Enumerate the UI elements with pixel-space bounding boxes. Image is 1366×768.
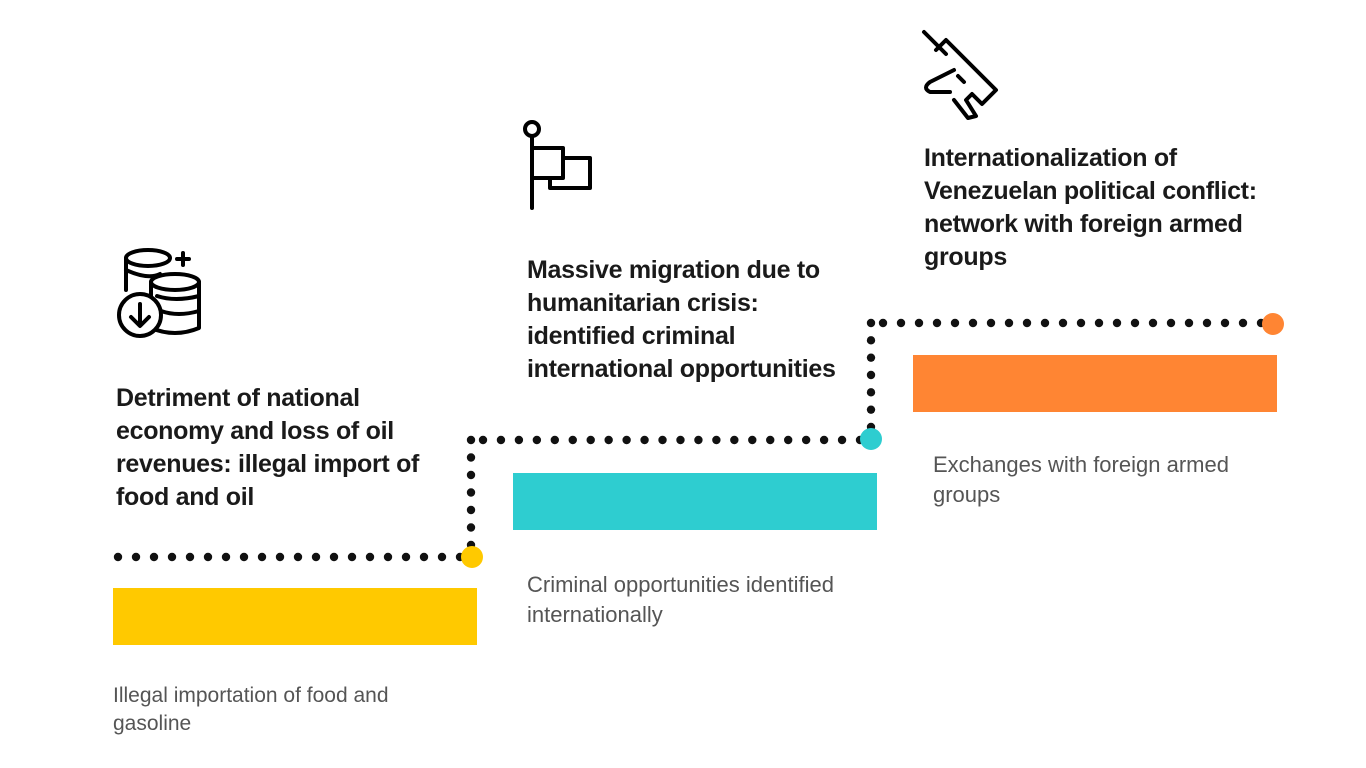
connector-dot: [550, 435, 560, 445]
connector-dot: [932, 318, 942, 328]
connector-dot: [1040, 318, 1050, 328]
connector-dot: [466, 523, 476, 532]
connector-dot: [466, 505, 476, 515]
connector-dot: [640, 435, 649, 445]
connector-dot: [1148, 318, 1158, 328]
connector-dot: [837, 435, 847, 445]
connector-dot: [866, 388, 876, 397]
connector-dot: [568, 435, 577, 445]
connector-dot: [1004, 318, 1014, 328]
connector-dot: [766, 435, 775, 445]
connector-dot: [914, 318, 924, 328]
connector-dot: [419, 552, 429, 562]
connector-dot: [293, 552, 303, 562]
step-3-marker: [1262, 313, 1284, 335]
connector-dot: [401, 552, 411, 562]
connector-dot: [466, 453, 476, 462]
connector-dot: [604, 435, 613, 445]
connector-dot: [801, 435, 811, 445]
connector-dot: [730, 435, 739, 445]
connector-dot: [1220, 318, 1230, 328]
connector-dot: [748, 435, 757, 445]
connector-dot: [676, 435, 685, 445]
step-3-bar: [913, 355, 1277, 412]
step-3-title: Internationalization of Venezuelan polit…: [924, 144, 1257, 271]
connector-dot: [866, 318, 876, 328]
connector-dot: [131, 552, 141, 562]
connector-dot: [149, 552, 159, 562]
connector-dot: [1202, 318, 1212, 328]
connector-dot: [1184, 318, 1194, 328]
connector-dot: [329, 552, 339, 562]
step-2-title: Massive migration due to humanitarian cr…: [527, 256, 836, 383]
connector-dot: [365, 552, 375, 562]
connector-dot: [866, 353, 876, 362]
connector-dot: [968, 318, 978, 328]
connector-dot: [478, 435, 488, 445]
connector-dot: [1166, 318, 1176, 328]
flag-icon: [523, 120, 592, 210]
step-1-note: Illegal importation of food and gasoline: [113, 684, 389, 735]
connector-dot: [239, 552, 249, 562]
connector-dot: [466, 488, 476, 497]
connector-dot: [167, 552, 177, 562]
step-1-bar: [113, 588, 477, 645]
connector-dot: [986, 318, 996, 328]
step-2-bar: [513, 473, 877, 530]
connector-dot: [347, 552, 357, 562]
connector-dot: [532, 435, 542, 445]
connector-dot: [466, 470, 476, 480]
connector-dot: [437, 552, 447, 562]
connector-dot: [383, 552, 393, 562]
connector-dot: [1094, 318, 1104, 328]
connector-dot: [1058, 318, 1068, 328]
step-3-note: Exchanges with foreign armed groups: [933, 452, 1229, 507]
connector-dot: [1238, 318, 1248, 328]
connector-dot: [514, 435, 524, 445]
connector-dot: [622, 435, 631, 445]
connector-dot: [496, 435, 506, 445]
dotted-connector: [113, 318, 1266, 562]
connector-dot: [694, 435, 703, 445]
connector-dot: [466, 435, 476, 445]
connector-dot: [819, 435, 829, 445]
connector-dot: [203, 552, 213, 562]
step-2-note: Criminal opportunities identified intern…: [527, 572, 834, 627]
connector-dot: [1022, 318, 1032, 328]
connector-dot: [185, 552, 195, 562]
connector-dot: [275, 552, 285, 562]
connector-dot: [866, 336, 876, 345]
connector-dot: [950, 318, 960, 328]
coins-icon: [117, 248, 201, 338]
connector-dot: [896, 318, 906, 328]
connector-dot: [586, 435, 595, 445]
rifle-icon: [922, 30, 998, 120]
step-2-marker: [860, 428, 882, 450]
connector-dot: [712, 435, 721, 445]
step-1-marker: [461, 546, 483, 568]
connector-dot: [1130, 318, 1140, 328]
connector-dot: [1112, 318, 1122, 328]
connector-dot: [866, 405, 876, 414]
connector-dot: [783, 435, 793, 445]
step-1-title: Detriment of national economy and loss o…: [116, 384, 420, 511]
connector-dot: [311, 552, 321, 562]
connector-dot: [878, 318, 888, 328]
connector-dot: [221, 552, 231, 562]
connector-dot: [257, 552, 267, 562]
connector-dot: [658, 435, 667, 445]
connector-dot: [866, 370, 876, 380]
connector-dot: [113, 552, 123, 562]
connector-dot: [1076, 318, 1086, 328]
